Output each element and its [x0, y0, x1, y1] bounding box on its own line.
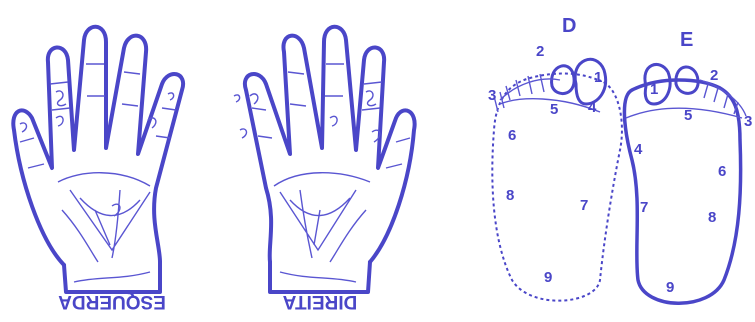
right-foot-point-7: 7 — [580, 197, 588, 214]
left-foot-point-2: 2 — [710, 67, 718, 84]
left-hand-marks — [20, 91, 174, 216]
left-foot-point-3: 3 — [744, 113, 752, 130]
right-hand-outline — [245, 27, 415, 262]
right-hand-wrist — [270, 262, 370, 292]
right-foot-point-3: 3 — [488, 87, 496, 104]
right-foot-drawing — [492, 59, 622, 300]
left-foot-point-7: 7 — [640, 199, 648, 216]
right-hand-palm-lines — [274, 173, 370, 262]
right-hand-wrist-line — [280, 272, 356, 282]
left-foot-point-5: 5 — [684, 107, 692, 124]
left-hand-drawing — [13, 27, 183, 292]
right-foot-point-8: 8 — [506, 187, 514, 204]
right-foot-point-5: 5 — [550, 101, 558, 118]
left-hand-wrist-line — [74, 272, 150, 282]
left-hand-palm-lines — [58, 173, 150, 262]
right-foot-point-4: 4 — [588, 99, 597, 116]
left-foot-drawing — [624, 64, 746, 303]
left-foot-point-9: 9 — [666, 279, 674, 296]
right-foot-point-9: 9 — [544, 269, 552, 286]
left-foot-point-1: 1 — [650, 81, 658, 98]
right-hand-label: DIREITA — [282, 291, 357, 312]
left-foot-label: E — [680, 29, 693, 51]
left-foot-point-6: 6 — [718, 163, 726, 180]
left-hand-label: ESQUERDA — [58, 291, 166, 312]
right-foot-label: D — [562, 15, 576, 37]
left-foot-point-4: 4 — [634, 141, 643, 158]
right-foot-point-2: 2 — [536, 43, 544, 60]
right-hand-drawing — [234, 27, 415, 292]
right-foot-point-1: 1 — [594, 69, 602, 86]
right-foot-point-6: 6 — [508, 127, 516, 144]
left-foot-point-8: 8 — [708, 209, 716, 226]
